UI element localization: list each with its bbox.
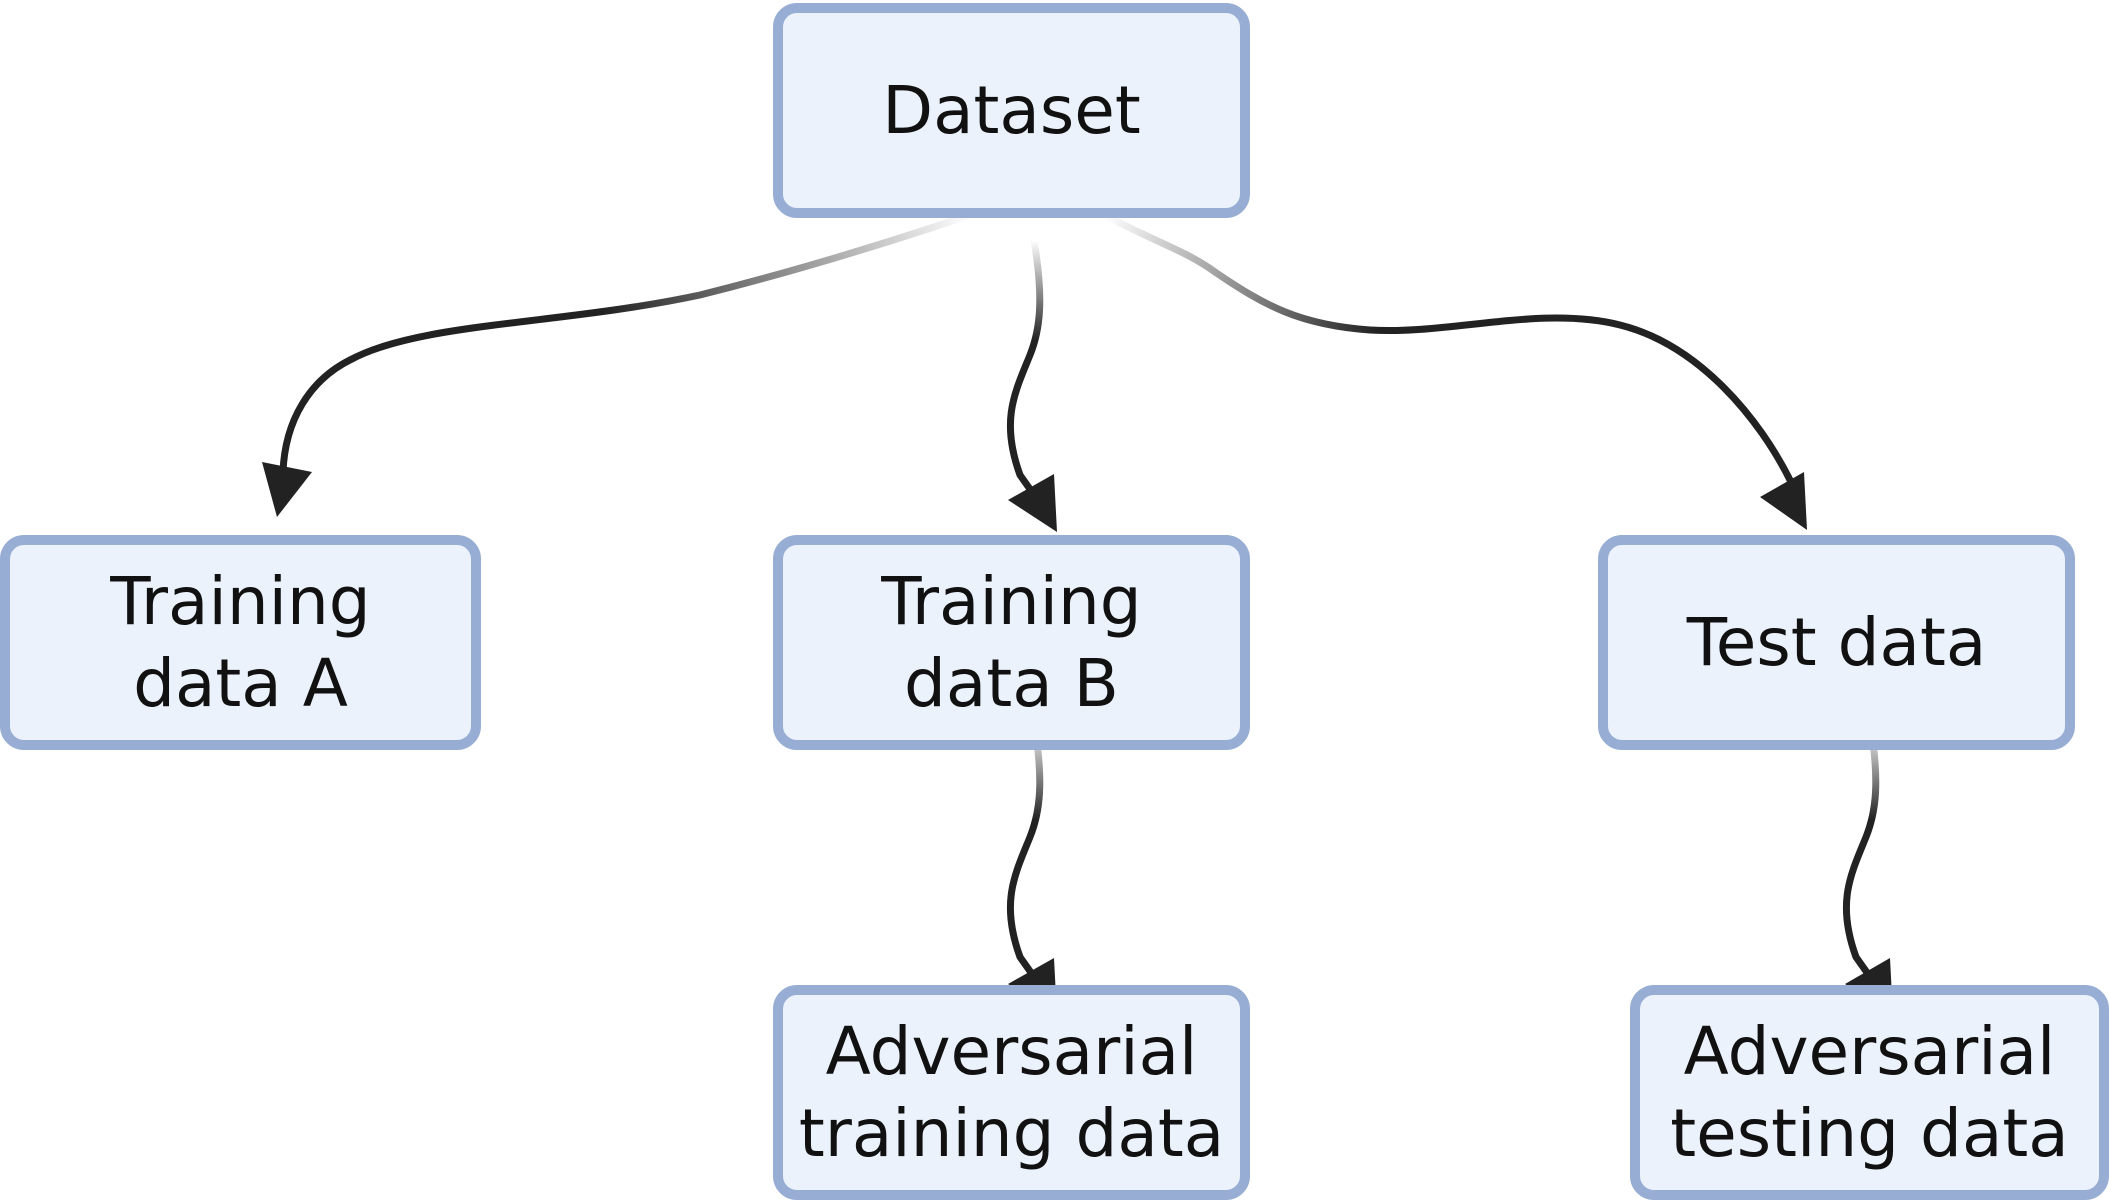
edge-dataset-to-training-b [1006,236,1044,496]
arrowhead-test [1760,472,1807,530]
node-training-data-a: Training data A [0,535,481,750]
edge-dataset-to-training-a [279,211,974,476]
edge-dataset-to-test [1101,211,1794,484]
node-training-data-a-label: Training data A [110,562,371,722]
node-adversarial-training-data: Adversarial training data [773,985,1250,1200]
edge-test-to-adversarial-testing [1842,718,1880,978]
node-adversarial-training-data-label: Adversarial training data [798,1012,1225,1172]
node-training-data-b-label: Training data B [881,562,1142,722]
node-test-data-label: Test data [1686,603,1987,681]
edge-training-b-to-adversarial-training [1006,718,1044,978]
arrowhead-training-b [1008,474,1057,532]
arrowhead-training-a [262,462,312,517]
node-dataset-label: Dataset [882,71,1141,149]
node-adversarial-testing-data: Adversarial testing data [1630,985,2109,1200]
node-dataset: Dataset [773,3,1250,218]
node-adversarial-testing-data-label: Adversarial testing data [1670,1012,2069,1172]
node-test-data: Test data [1598,535,2075,750]
node-training-data-b: Training data B [773,535,1250,750]
